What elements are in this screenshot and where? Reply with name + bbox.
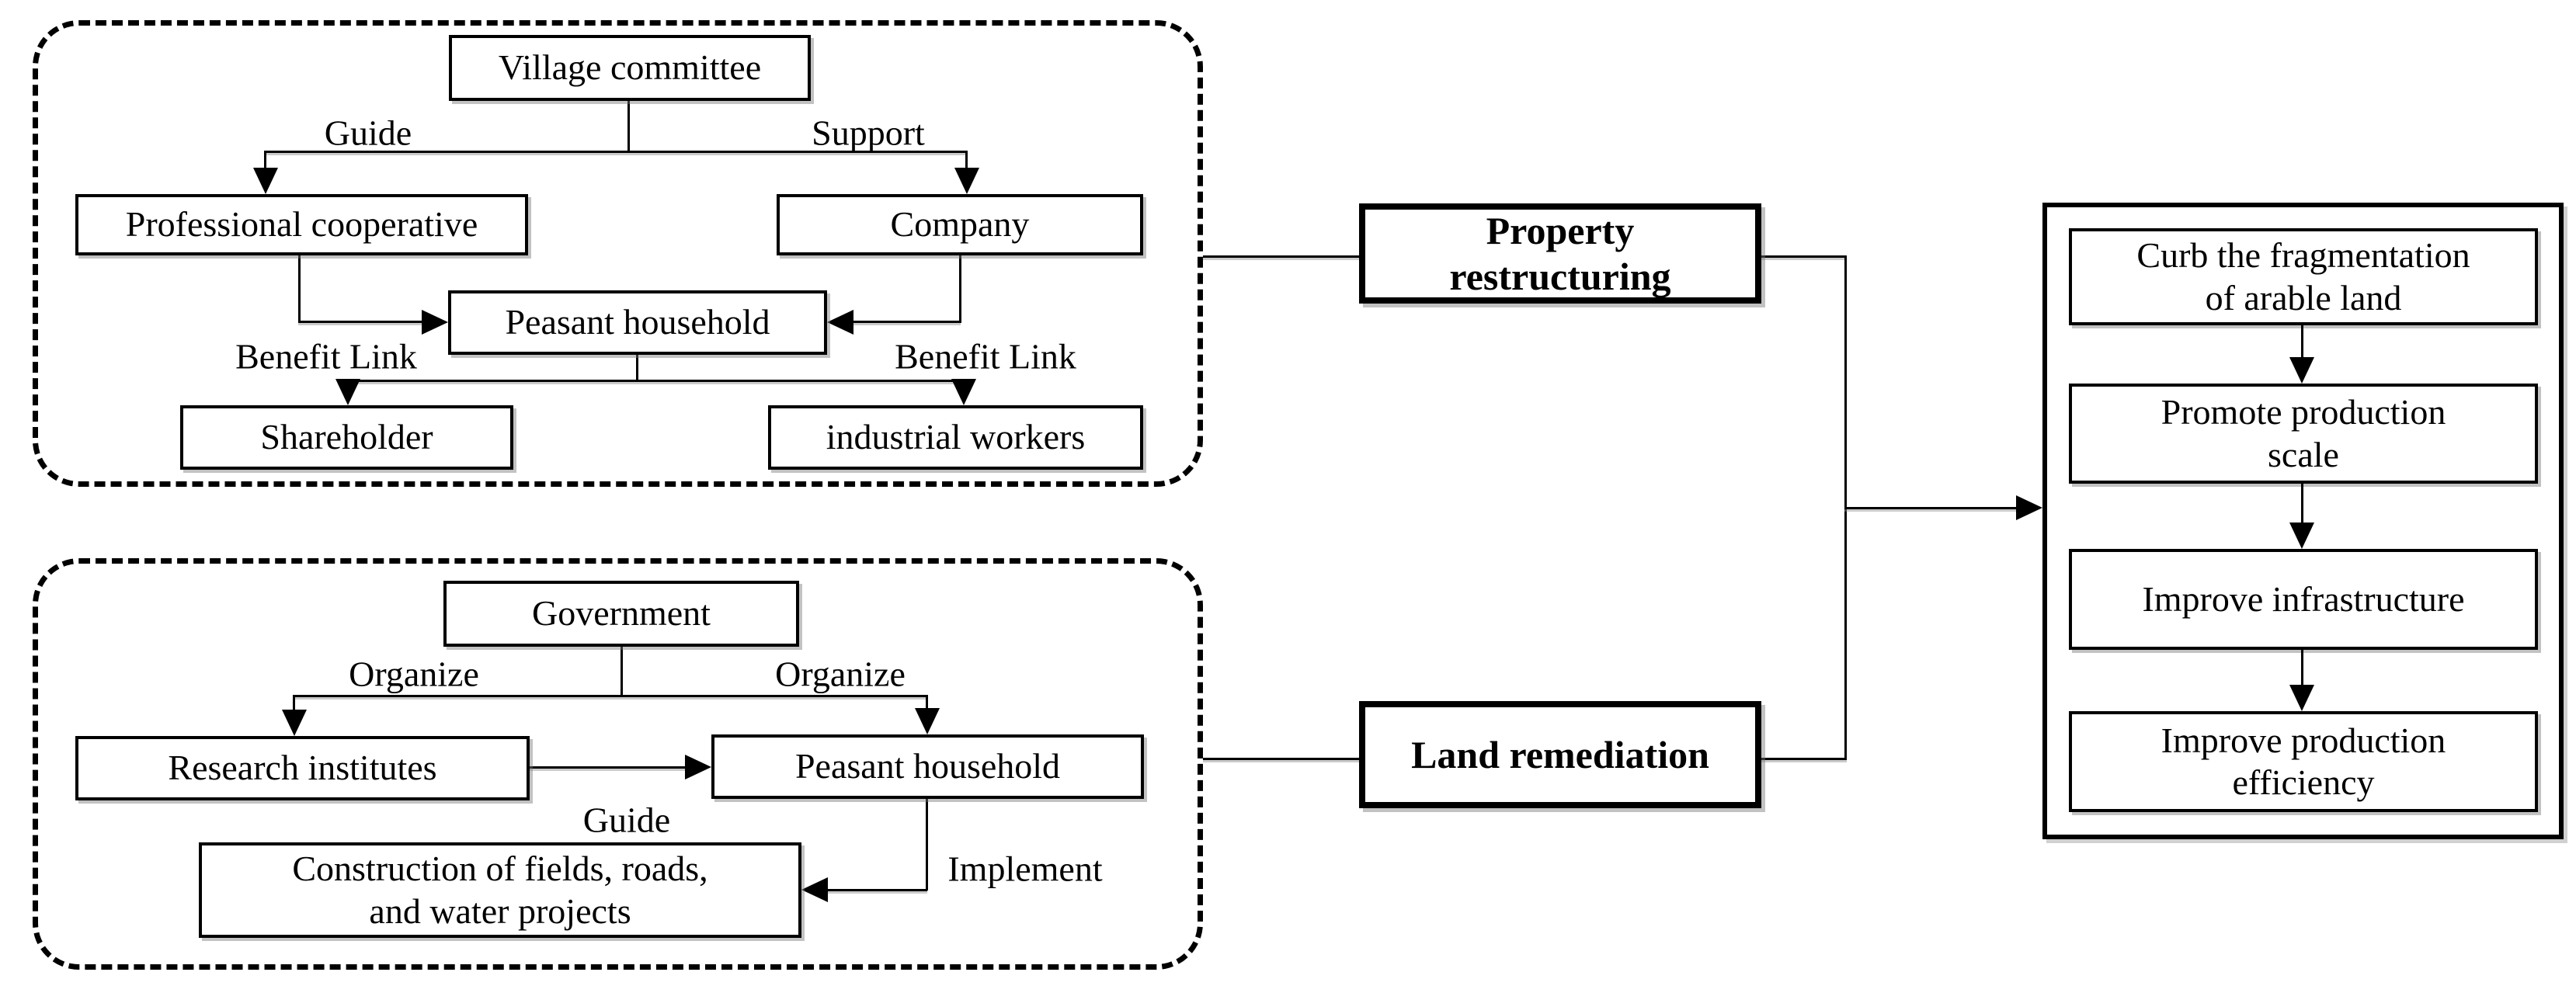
- edge-label-guide-bottom: Guide: [582, 800, 671, 840]
- node-curb-fragmentation: Curb the fragmentation of arable land: [2069, 228, 2538, 325]
- edge-property-to-junction-hline: [1761, 255, 1847, 258]
- node-land-remediation: Land remediation: [1359, 701, 1761, 808]
- edge-label-support: Support: [812, 113, 925, 153]
- edge-village-split-vline: [627, 101, 630, 152]
- edge-company-to-peasant-vline: [959, 255, 961, 323]
- edge-benefit-split-hline: [347, 380, 965, 382]
- arrowhead-to-outcomes-icon: [2016, 495, 2042, 520]
- arrowhead-research-to-peasant-icon: [685, 755, 711, 779]
- edge-government-split-hline: [294, 695, 928, 697]
- node-government: Government: [443, 581, 799, 647]
- arrowhead-outcome2-3-icon: [2289, 523, 2314, 549]
- arrowhead-organize-right-icon: [915, 708, 940, 734]
- edge-label-benefit-link-left: Benefit Link: [235, 336, 417, 377]
- node-professional-cooperative: Professional cooperative: [75, 194, 528, 255]
- edge-label-guide: Guide: [324, 113, 412, 153]
- arrowhead-outcome3-4-icon: [2289, 685, 2314, 711]
- node-construction-projects: Construction of fields, roads, and water…: [199, 842, 801, 938]
- property-group-panel: [33, 20, 1203, 487]
- edge-implement-hline: [828, 889, 927, 891]
- arrowhead-support-down-icon: [954, 168, 979, 194]
- edge-peasant-benefit-vline: [636, 355, 638, 381]
- edge-guide-vline: [264, 151, 266, 171]
- arrowhead-guide-down-icon: [253, 168, 278, 194]
- edge-panel2-to-land-hline: [1203, 758, 1359, 760]
- edge-label-implement: Implement: [947, 849, 1103, 889]
- node-village-committee: Village committee: [449, 35, 811, 101]
- arrowhead-implement-icon: [801, 877, 828, 902]
- node-shareholder: Shareholder: [180, 405, 513, 470]
- edge-cooperative-to-peasant-hline: [298, 321, 424, 323]
- edge-village-split-hline: [265, 151, 968, 153]
- edge-cooperative-to-peasant-vline: [298, 255, 301, 323]
- edge-government-split-vline: [621, 647, 623, 696]
- edge-research-to-peasant-hline: [530, 766, 686, 769]
- node-industrial-workers: industrial workers: [768, 405, 1143, 470]
- edge-outcome2-3-vline: [2301, 484, 2303, 524]
- edge-label-organize-right: Organize: [775, 654, 906, 694]
- arrowhead-to-shareholder-icon: [335, 379, 360, 405]
- edge-company-to-peasant-hline: [852, 321, 961, 323]
- arrowhead-organize-left-icon: [282, 710, 307, 736]
- edge-implement-vline: [926, 799, 928, 891]
- node-improve-infrastructure: Improve infrastructure: [2069, 549, 2538, 650]
- node-property-restructuring: Property restructuring: [1359, 203, 1761, 304]
- node-research-institutes: Research institutes: [75, 736, 530, 800]
- node-company: Company: [777, 194, 1143, 255]
- arrowhead-cooperative-to-peasant-icon: [422, 310, 448, 335]
- edge-label-organize-left: Organize: [349, 654, 479, 694]
- arrowhead-company-to-peasant-icon: [827, 310, 853, 335]
- edge-land-to-junction-hline: [1761, 758, 1847, 760]
- node-promote-production-scale: Promote production scale: [2069, 384, 2538, 484]
- edge-organize-right-vline: [926, 695, 928, 710]
- node-peasant-household-land: Peasant household: [711, 734, 1144, 799]
- edge-outcome1-2-vline: [2301, 325, 2303, 359]
- edge-organize-left-vline: [293, 695, 295, 711]
- node-peasant-household-property: Peasant household: [448, 290, 827, 355]
- edge-panel1-to-property-hline: [1203, 255, 1359, 258]
- node-improve-production-efficiency: Improve production efficiency: [2069, 711, 2538, 812]
- edge-outcome3-4-vline: [2301, 650, 2303, 686]
- land-group-panel: [33, 558, 1203, 970]
- edge-junction-to-outcomes-hline: [1844, 507, 2018, 509]
- edge-label-benefit-link-right: Benefit Link: [895, 336, 1076, 377]
- edge-support-vline: [965, 151, 968, 171]
- arrowhead-outcome1-2-icon: [2289, 357, 2314, 384]
- arrowhead-to-industrial-workers-icon: [951, 379, 976, 405]
